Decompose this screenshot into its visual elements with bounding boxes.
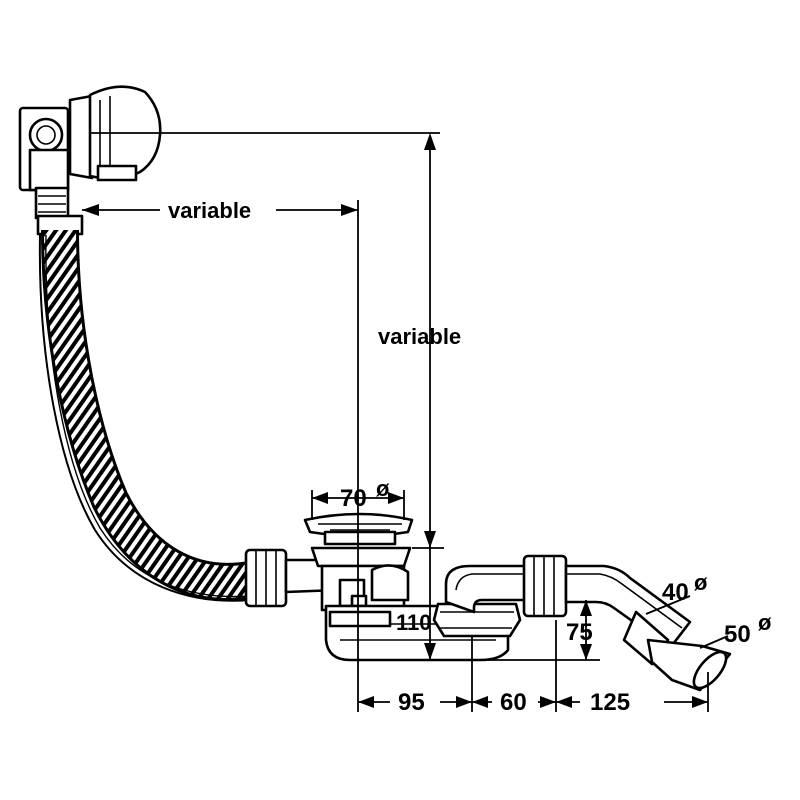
label-dimension-110: 110 bbox=[396, 610, 432, 635]
label-dimension-75: 75 bbox=[566, 619, 593, 646]
label-diameter-70: 70 bbox=[340, 485, 367, 512]
label-diameter-symbol-50: ø bbox=[758, 610, 772, 635]
label-dimension-125: 125 bbox=[590, 689, 630, 716]
label-diameter-symbol-40: ø bbox=[694, 570, 708, 595]
label-diameter-50: 50 bbox=[724, 621, 751, 648]
label-variable-vertical: variable bbox=[378, 324, 461, 349]
outlet-pipe bbox=[564, 564, 732, 692]
label-dimension-95: 95 bbox=[398, 689, 425, 716]
label-variable-horizontal: variable bbox=[168, 198, 251, 223]
dimension-labels: variable variable 70 ø 110 75 95 60 125 … bbox=[168, 198, 772, 716]
flexible-hose bbox=[38, 229, 254, 602]
trap-body bbox=[324, 602, 522, 662]
label-dimension-60: 60 bbox=[500, 689, 527, 716]
label-diameter-40: 40 bbox=[662, 579, 689, 606]
dimension-lines bbox=[82, 132, 729, 712]
outlet-riser bbox=[444, 554, 568, 618]
label-diameter-symbol-70: ø bbox=[376, 476, 390, 501]
